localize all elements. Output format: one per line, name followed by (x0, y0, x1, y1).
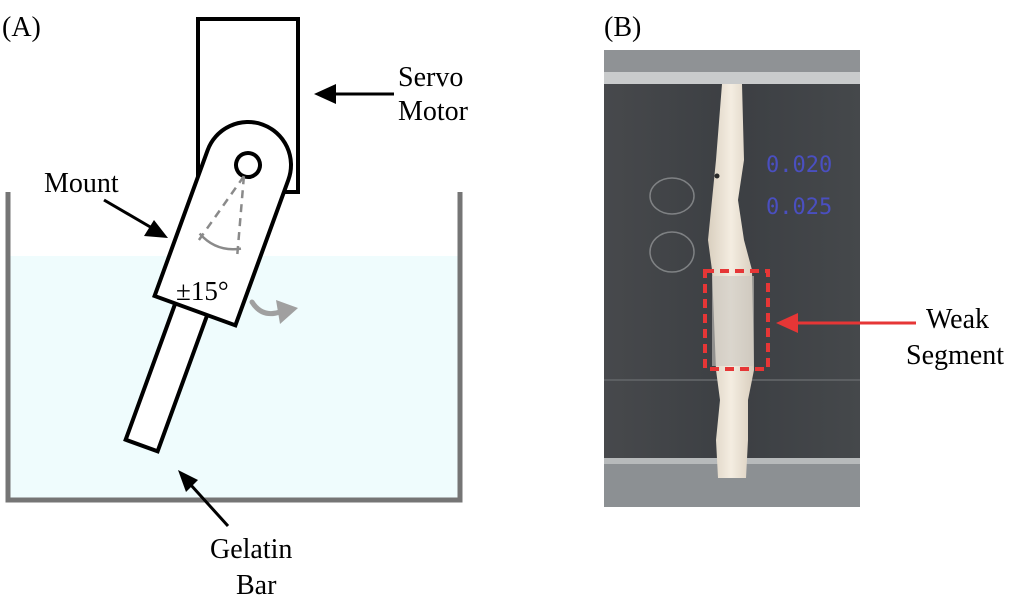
display-reading-2: 0.025 (766, 195, 832, 220)
servo-label-line2: Motor (398, 96, 469, 127)
rotation-arrow-icon (249, 299, 298, 324)
panel-b-label: (B) (604, 12, 641, 43)
angle-label: ±15° (176, 276, 229, 306)
weak-segment-pointer-arrow (776, 313, 916, 333)
servo-label-line1: Servo (398, 62, 463, 93)
mount-assembly (123, 120, 293, 454)
weak-segment-highlight-box (703, 269, 770, 371)
weak-label-line1: Weak (926, 304, 989, 335)
gelatin-label-line2: Bar (236, 570, 277, 601)
surface-mark (649, 177, 695, 273)
servo-pointer-arrow (314, 84, 394, 104)
angle-arc (198, 232, 242, 251)
panel-a: (A) ±15° Servo Motor (2, 12, 469, 601)
gelatin-pointer-arrow (178, 470, 230, 528)
mount-label: Mount (44, 168, 119, 199)
panel-b: (B) 0.020 0.025 (604, 12, 1004, 507)
weak-label-line2: Segment (906, 340, 1004, 371)
mount-pointer-arrow (103, 198, 168, 238)
weak-segment-texture (712, 276, 754, 366)
photo: 0.020 0.025 (604, 50, 860, 507)
panel-a-label: (A) (2, 12, 41, 43)
water-tank (5, 192, 463, 503)
display-reading-1: 0.020 (766, 153, 832, 178)
gelatin-label-line1: Gelatin (210, 534, 292, 565)
